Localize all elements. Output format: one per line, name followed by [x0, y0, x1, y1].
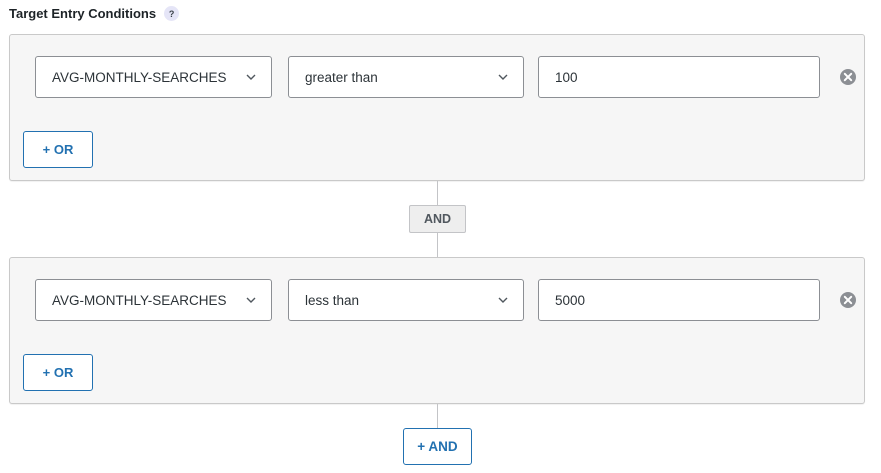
field-select[interactable]: AVG-MONTHLY-SEARCHES [35, 279, 272, 321]
section-header: Target Entry Conditions ? [9, 6, 180, 21]
remove-condition-icon[interactable] [839, 68, 857, 86]
field-select-value: AVG-MONTHLY-SEARCHES [52, 292, 227, 308]
add-and-button[interactable]: + AND [403, 428, 472, 465]
chevron-down-icon [246, 297, 256, 303]
add-or-button[interactable]: + OR [23, 354, 93, 391]
connector-line [437, 233, 438, 257]
help-icon[interactable]: ? [164, 6, 180, 21]
add-or-button[interactable]: + OR [23, 131, 93, 168]
field-select[interactable]: AVG-MONTHLY-SEARCHES [35, 56, 272, 98]
value-input[interactable]: 5000 [538, 279, 820, 321]
condition-group: AVG-MONTHLY-SEARCHES greater than 100 + … [9, 34, 865, 181]
value-input[interactable]: 100 [538, 56, 820, 98]
operator-select-value: greater than [305, 69, 378, 85]
and-connector-badge: AND [409, 205, 466, 233]
connector-line [437, 404, 438, 428]
operator-select-value: less than [305, 292, 360, 308]
connector-line [437, 181, 438, 205]
section-title: Target Entry Conditions [9, 6, 157, 21]
chevron-down-icon [498, 74, 508, 80]
condition-group: AVG-MONTHLY-SEARCHES less than 5000 + OR [9, 257, 865, 404]
remove-condition-icon[interactable] [839, 291, 857, 309]
chevron-down-icon [498, 297, 508, 303]
operator-select[interactable]: greater than [288, 56, 524, 98]
field-select-value: AVG-MONTHLY-SEARCHES [52, 69, 227, 85]
operator-select[interactable]: less than [288, 279, 524, 321]
chevron-down-icon [246, 74, 256, 80]
value-input-text: 5000 [555, 292, 586, 308]
value-input-text: 100 [555, 69, 578, 85]
